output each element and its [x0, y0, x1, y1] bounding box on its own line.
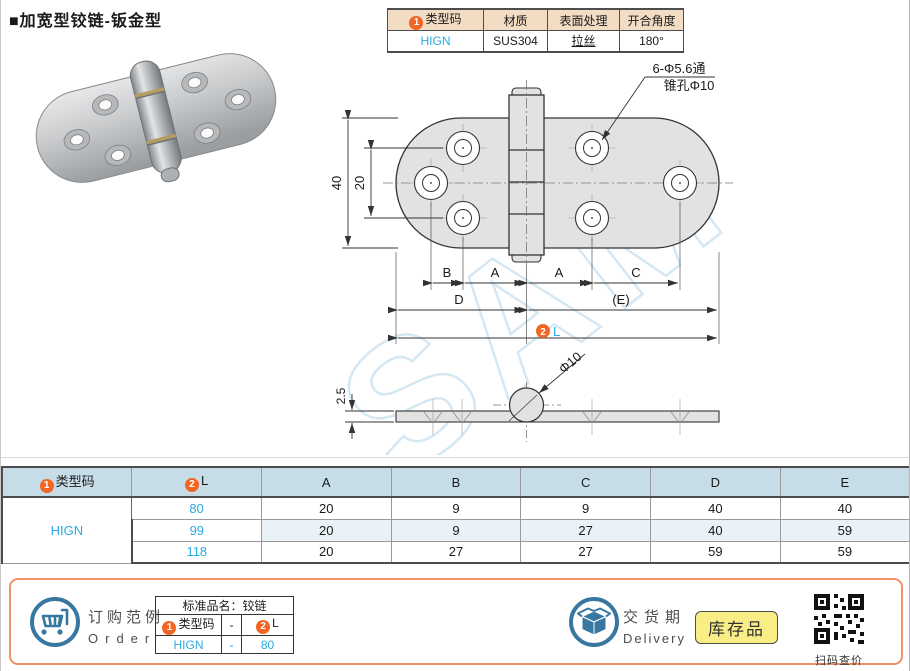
- table-row: 99 20 9 27 40 59: [2, 518, 909, 542]
- table-row: HIGN 80 20 9 9 40 40: [1, 496, 909, 564]
- dim-l-label: 2 L: [536, 324, 560, 339]
- size-header-e: E: [779, 466, 909, 498]
- cell-b: 9: [390, 496, 522, 520]
- page-title: ■加宽型铰链-钣金型: [9, 13, 162, 30]
- dim-40: [342, 110, 398, 249]
- svg-text:(E): (E): [612, 292, 629, 307]
- table-row: 118 20 27 27 59 59: [2, 540, 909, 564]
- svg-text:6-Φ5.6通: 6-Φ5.6通: [652, 61, 705, 76]
- badge-1-icon: 1: [162, 621, 177, 635]
- spec-surface: 拉丝: [547, 30, 620, 52]
- cell-a: 20: [260, 540, 392, 564]
- cell-e: 59: [779, 518, 909, 542]
- spec-header-material: 材质: [483, 8, 548, 31]
- dim-thickness: [345, 394, 394, 439]
- spec-header-angle: 开合角度: [619, 8, 684, 31]
- cell-l: 99: [130, 518, 262, 542]
- order-label: 订购范例 Order: [88, 606, 164, 646]
- size-type-code: HIGN: [1, 496, 133, 564]
- countersunk-holes: [407, 124, 704, 242]
- side-plate: [395, 410, 720, 423]
- cell-a: 20: [260, 496, 392, 520]
- cell-d: 59: [650, 540, 781, 564]
- cell-l: 80: [131, 496, 262, 520]
- qr-block: 扫码查价: [806, 592, 872, 668]
- product-photo: [35, 53, 277, 183]
- package-icon: [569, 597, 619, 647]
- technical-drawing: SAM: [304, 61, 766, 455]
- svg-text:A: A: [555, 265, 564, 280]
- order-val-sep: -: [221, 635, 242, 654]
- size-header-b: B: [390, 466, 522, 498]
- svg-text:C: C: [631, 265, 640, 280]
- svg-text:L: L: [553, 324, 560, 339]
- photo-barrel: [129, 60, 182, 183]
- order-label-cn: 订购范例: [88, 609, 165, 626]
- svg-text:40: 40: [329, 176, 344, 190]
- cell-e: 59: [779, 540, 909, 564]
- pin-leader: [538, 353, 586, 394]
- cell-b: 27: [390, 540, 522, 564]
- cell-a: 20: [260, 518, 392, 542]
- size-header-c: C: [520, 466, 652, 498]
- cell-e: 40: [779, 496, 909, 520]
- order-sep: -: [221, 614, 242, 636]
- spec-angle: 180°: [619, 30, 684, 52]
- dim-20: [364, 140, 443, 219]
- badge-1-icon: 1: [409, 16, 424, 30]
- cell-l: 118: [130, 540, 262, 564]
- size-header-a: A: [260, 466, 392, 498]
- cell-c: 27: [520, 540, 652, 564]
- cell-d: 40: [650, 518, 781, 542]
- order-val-l: 80: [241, 635, 294, 654]
- svg-text:B: B: [443, 265, 452, 280]
- top-view: 6-Φ5.6通 锥孔Φ10 40 20: [329, 61, 733, 344]
- spec-type-code: HIGN: [387, 30, 484, 52]
- spec-header-surface: 表面处理: [547, 8, 620, 31]
- size-header-d: D: [650, 466, 781, 498]
- cell-b: 9: [390, 518, 522, 542]
- svg-text:2.5: 2.5: [334, 387, 348, 404]
- cell-c: 9: [520, 496, 652, 520]
- order-label-en: Order: [88, 631, 157, 646]
- cell-c: 27: [520, 518, 652, 542]
- delivery-label-en: Delivery: [623, 631, 686, 646]
- delivery-label: 交货期 Delivery: [623, 606, 686, 646]
- side-countersinks: [423, 399, 690, 435]
- svg-text:20: 20: [352, 176, 367, 190]
- badge-1-icon: 1: [39, 479, 54, 493]
- spec-material: SUS304: [483, 30, 548, 52]
- qr-code: [812, 592, 866, 646]
- cart-icon: [30, 597, 80, 647]
- order-table-title: 标准品名：铰链: [155, 596, 294, 615]
- cell-d: 40: [650, 496, 781, 520]
- badge-2-icon: 2: [184, 477, 199, 492]
- order-val-type: HIGN: [155, 635, 222, 654]
- delivery-label-cn: 交货期: [623, 609, 687, 626]
- svg-text:锥孔Φ10: 锥孔Φ10: [664, 78, 715, 93]
- section-divider: [1, 457, 909, 458]
- badge-2-icon: 2: [256, 620, 271, 634]
- photo-holes: [63, 72, 252, 166]
- svg-text:D: D: [454, 292, 463, 307]
- qr-caption: 扫码查价: [815, 655, 863, 667]
- spec-data-row: HIGN SUS304 拉丝 180°: [387, 30, 684, 52]
- hinge-photo-group: [35, 53, 277, 183]
- stock-badge: 库存品: [695, 611, 778, 644]
- svg-text:A: A: [491, 265, 500, 280]
- svg-text:2: 2: [540, 327, 546, 338]
- hole-annotation: 6-Φ5.6通 锥孔Φ10: [601, 61, 715, 141]
